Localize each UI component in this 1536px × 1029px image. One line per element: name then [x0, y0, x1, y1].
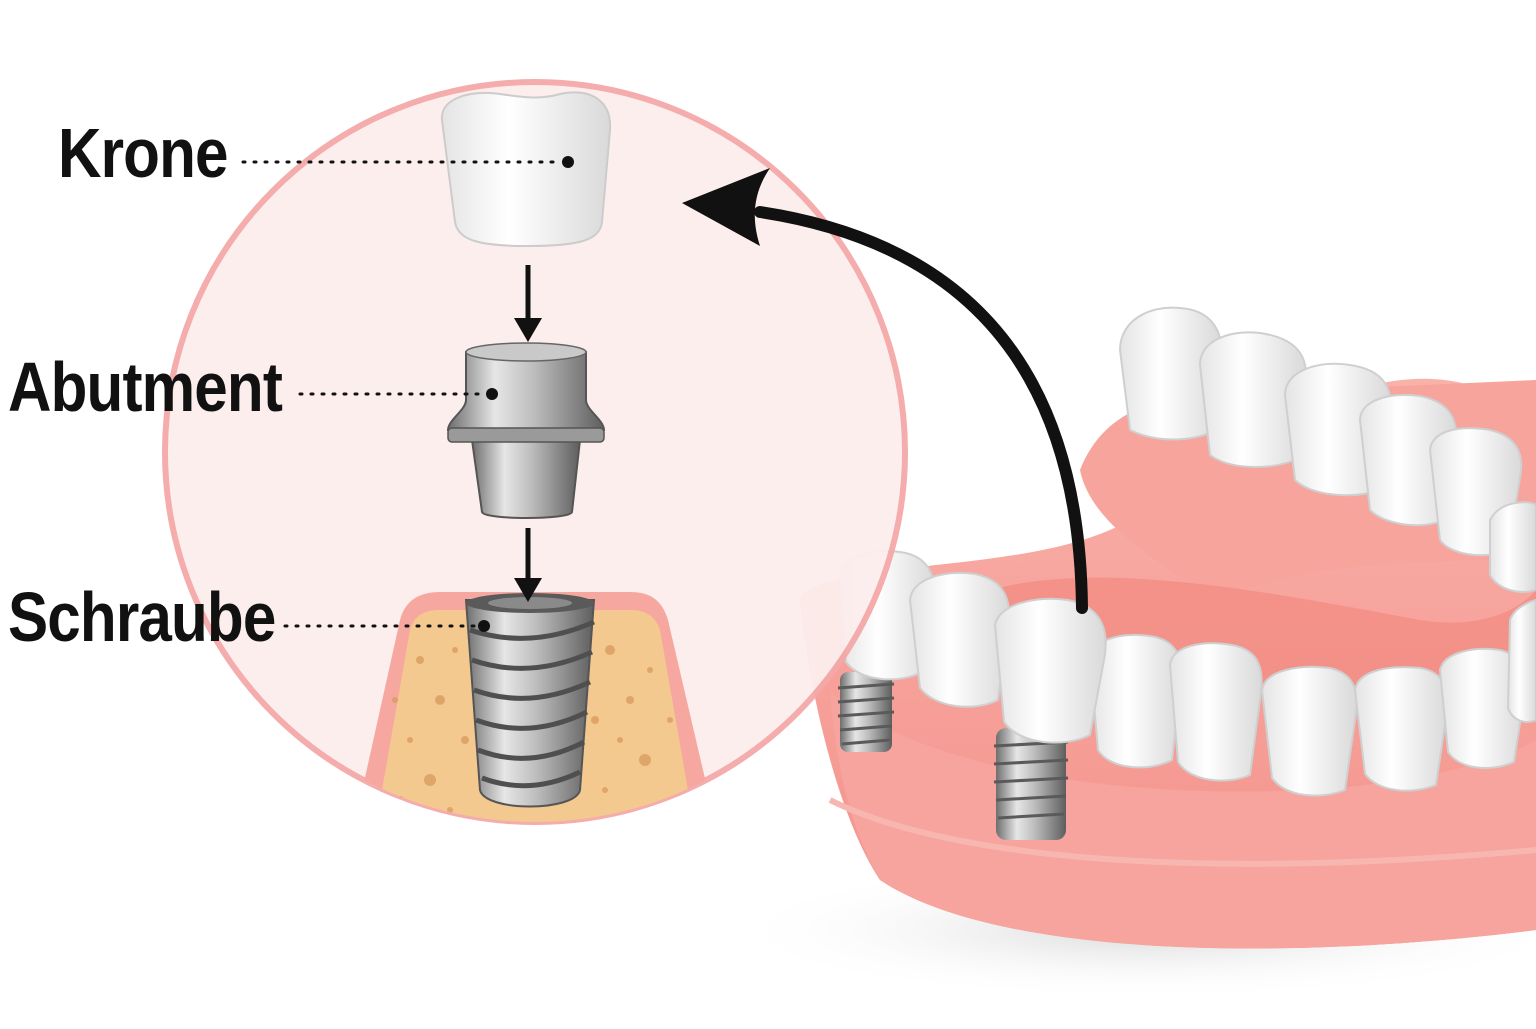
- magnified-view: [162, 79, 908, 825]
- curved-arrow: [682, 168, 1088, 614]
- abutment-illustration: [446, 342, 606, 519]
- label-schraube: Schraube: [8, 578, 276, 656]
- jaw-implant-screw-1: [837, 672, 895, 752]
- front-teeth: [1088, 598, 1536, 797]
- crown-illustration: [440, 91, 612, 248]
- back-teeth: [1118, 306, 1536, 593]
- implant-screw: [464, 593, 596, 808]
- arrow-crown-to-abutment: [514, 265, 542, 342]
- label-krone: Krone: [58, 114, 228, 192]
- label-abutment: Abutment: [8, 348, 283, 426]
- jaw-gum-front: [830, 690, 1536, 949]
- jaw-gum-highlight: [828, 797, 1536, 867]
- jaw-illustration: [720, 306, 1536, 1000]
- arrow-abutment-to-screw: [514, 528, 542, 602]
- jaw-crown-2: [908, 572, 1010, 708]
- jaw-implant-screw-2: [993, 728, 1069, 840]
- jaw-crown-implant: [993, 597, 1107, 744]
- leader-lines: [241, 156, 574, 632]
